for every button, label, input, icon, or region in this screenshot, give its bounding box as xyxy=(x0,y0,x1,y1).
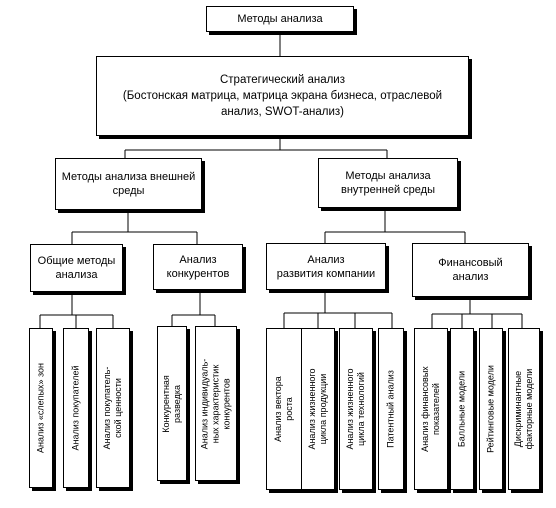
internal-environment-label-2: внутренней среды xyxy=(341,184,435,196)
company-development-node: Анализ развития компании xyxy=(266,243,386,290)
leaf-discriminant-models-label-2: факторные модели xyxy=(524,368,534,450)
leaf-scoring-models-label: Балльные модели xyxy=(456,370,467,448)
leaf-competitor-traits-label-1: Анализ индивидуаль- xyxy=(199,358,210,449)
leaf-rating-models: Рейтинговые модели xyxy=(479,328,503,490)
leaf-competitor-traits: Анализ индивидуаль- ных характеристик ко… xyxy=(195,326,237,481)
leaf-product-lifecycle-label-2: цикла продукции xyxy=(318,373,328,445)
leaf-competitor-traits-label-3: конкурентов xyxy=(221,377,232,430)
leaf-rating-models-label: Рейтинговые модели xyxy=(485,365,496,453)
root-node: Методы анализа xyxy=(206,6,354,32)
leaf-competitive-intelligence-label-2: разведка xyxy=(172,384,182,423)
leaf-competitive-intelligence: Конкурентная разведка xyxy=(157,326,187,481)
general-methods-label-1: Общие методы xyxy=(37,255,116,267)
leaf-growth-vector-label-2: роста xyxy=(284,397,294,421)
external-environment-label-2: среды xyxy=(112,185,145,197)
leaf-buyers-label: Анализ покупателей xyxy=(70,365,81,451)
leaf-technology-lifecycle: Анализ жизненного цикла технологий xyxy=(339,328,373,490)
leaf-consumer-value-label-1: Анализ покупатель- xyxy=(102,366,112,450)
company-development-label-2: развития компании xyxy=(276,267,376,280)
competitors-node: Анализ конкурентов xyxy=(153,244,243,290)
general-methods-node: Общие методы анализа xyxy=(30,244,123,292)
leaf-financial-indicators: Анализ финансовых показателей xyxy=(414,328,448,490)
root-node-label: Методы анализа xyxy=(237,13,323,25)
leaf-patent-analysis-label: Патентный анализ xyxy=(385,370,396,448)
leaf-blind-zones-label: Анализ «слепых» зон xyxy=(35,363,46,453)
competitors-label-1: Анализ xyxy=(179,254,217,266)
leaf-financial-indicators-label-1: Анализ финансовых xyxy=(420,366,430,452)
leaf-competitor-traits-label-2: ных характеристик xyxy=(210,364,221,443)
leaf-competitive-intelligence-label-1: Конкурентная xyxy=(161,374,171,433)
internal-environment-label-1: Методы анализа xyxy=(345,170,431,182)
leaf-consumer-value: Анализ покупатель- ской ценности xyxy=(96,328,130,488)
strategic-analysis-details-cont: анализ, SWOT-анализ) xyxy=(220,106,344,118)
company-development-label-1: Анализ xyxy=(307,253,345,266)
external-environment-label-1: Методы анализа внешней xyxy=(61,171,196,183)
leaf-discriminant-models: Дискриминантные факторные модели xyxy=(508,328,540,490)
leaf-blind-zones: Анализ «слепых» зон xyxy=(29,328,53,488)
leaf-product-lifecycle: Анализ жизненного цикла продукции xyxy=(301,328,335,490)
leaf-product-lifecycle-label-1: Анализ жизненного xyxy=(307,368,317,450)
leaf-buyers: Анализ покупателей xyxy=(63,328,89,488)
general-methods-label-2: анализа xyxy=(55,269,98,281)
leaf-scoring-models: Балльные модели xyxy=(450,328,474,490)
competitors-label-2: конкурентов xyxy=(166,268,230,280)
leaf-growth-vector: Анализ вектора роста xyxy=(266,328,302,490)
financial-analysis-label-2: анализ xyxy=(452,271,489,283)
internal-environment-node: Методы анализа внутренней среды xyxy=(318,158,458,208)
leaf-technology-lifecycle-label-2: цикла технологий xyxy=(356,372,366,446)
strategic-analysis-title: Стратегический анализ xyxy=(219,74,346,86)
leaf-discriminant-models-label-1: Дискриминантные xyxy=(513,370,523,448)
financial-analysis-label-1: Финансовый xyxy=(438,257,503,269)
leaf-financial-indicators-label-2: показателей xyxy=(431,383,441,435)
leaf-technology-lifecycle-label-1: Анализ жизненного xyxy=(345,368,355,450)
strategic-analysis-node: Стратегический анализ (Бостонская матриц… xyxy=(96,56,469,136)
leaf-patent-analysis: Патентный анализ xyxy=(378,328,404,490)
leaf-consumer-value-label-2: ской ценности xyxy=(113,378,123,438)
leaf-growth-vector-label-1: Анализ вектора xyxy=(273,376,283,442)
financial-analysis-node: Финансовый анализ xyxy=(412,243,529,297)
strategic-analysis-details: (Бостонская матрица, матрица экрана бизн… xyxy=(122,90,443,102)
external-environment-node: Методы анализа внешней среды xyxy=(55,158,202,210)
